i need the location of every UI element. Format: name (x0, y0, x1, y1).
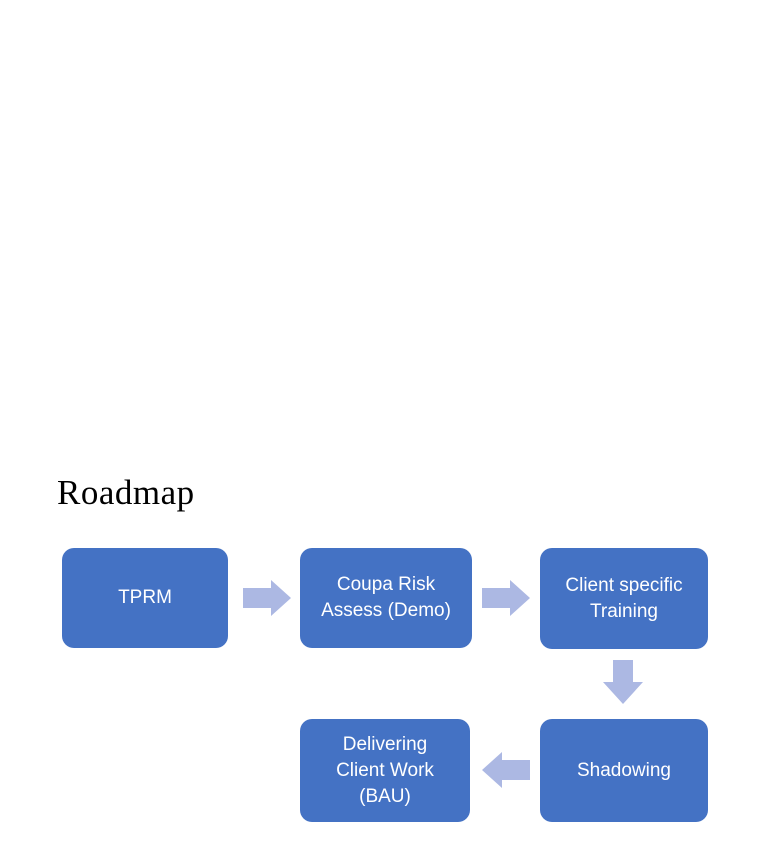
flow-node-shadowing: Shadowing (540, 719, 708, 822)
arrow-right-icon (243, 580, 291, 616)
flow-node-label: Delivering Client Work (BAU) (336, 733, 434, 807)
flow-node-coupa-risk-assess: Coupa Risk Assess (Demo) (300, 548, 472, 648)
flow-node-label: Client specific Training (565, 574, 683, 622)
flow-node-label: Shadowing (576, 759, 672, 781)
arrow-right-shape (243, 580, 291, 616)
arrow-left-shape (482, 752, 530, 788)
flow-node-label: Coupa Risk Assess (Demo) (321, 574, 451, 621)
arrow-right-shape (482, 580, 530, 616)
flow-node-label: TPRM (118, 587, 172, 608)
flow-node-client-specific-training: Client specific Training (540, 548, 708, 649)
arrow-down-icon (603, 660, 643, 704)
arrow-down-shape (603, 660, 643, 704)
arrow-right-icon (482, 580, 530, 616)
arrow-left-icon (482, 752, 530, 788)
flow-node-delivering-client-work: Delivering Client Work (BAU) (300, 719, 470, 822)
slide-title: Roadmap (57, 473, 195, 512)
flow-node-tprm: TPRM (62, 548, 228, 648)
